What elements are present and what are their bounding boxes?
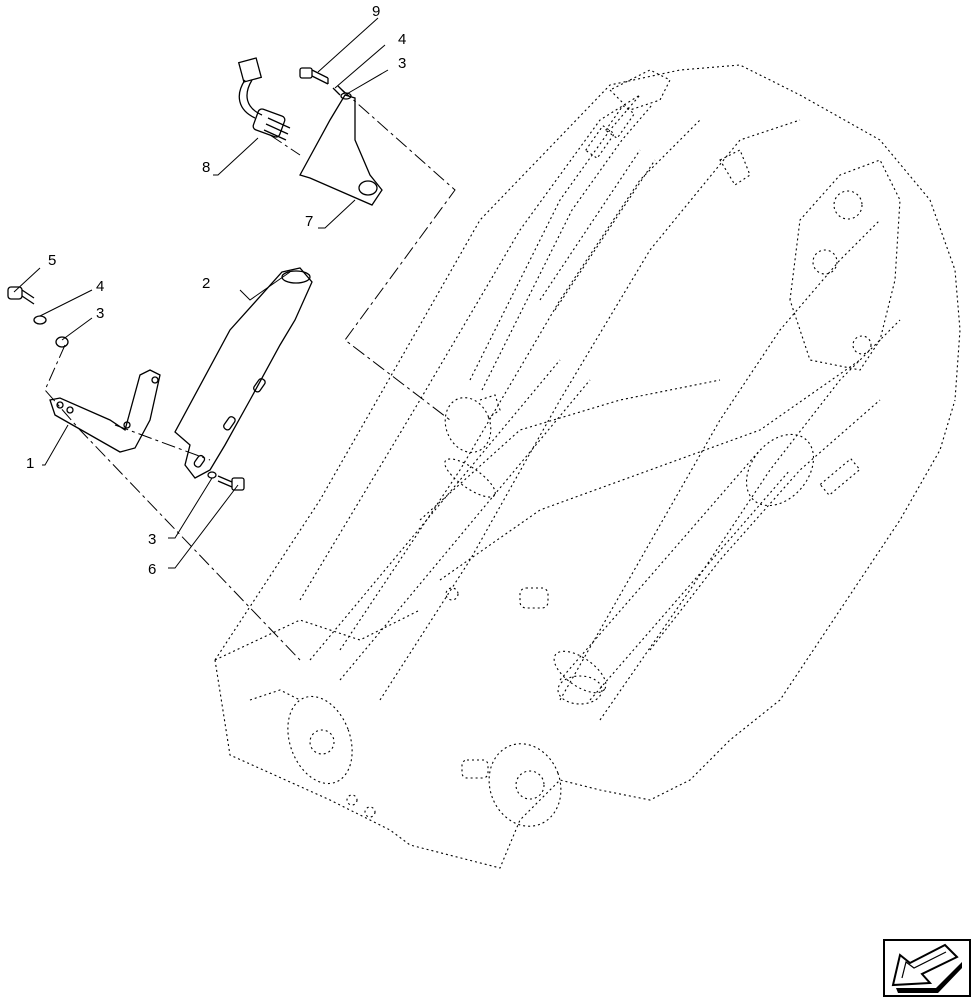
part-washers-4-3-left bbox=[33, 315, 69, 348]
loader-frame-outline bbox=[214, 64, 961, 869]
callout-3-left: 3 bbox=[96, 305, 104, 322]
leader-lines bbox=[13, 17, 389, 569]
part-washers-4-3-top bbox=[332, 85, 352, 100]
arrow-down-left-icon[interactable] bbox=[883, 939, 971, 997]
callout-3-bottom: 3 bbox=[148, 531, 156, 548]
callout-1: 1 bbox=[26, 455, 34, 472]
callout-8: 8 bbox=[202, 159, 210, 176]
part-sensor-8 bbox=[237, 57, 291, 141]
callout-5: 5 bbox=[48, 252, 56, 269]
callout-3-top: 3 bbox=[398, 55, 406, 72]
part-bracket-1 bbox=[49, 369, 161, 453]
part-bolt-6 bbox=[207, 471, 245, 491]
part-bracket-7 bbox=[299, 94, 383, 206]
callout-6: 6 bbox=[148, 561, 156, 578]
callout-7: 7 bbox=[305, 213, 313, 230]
part-bolt-5 bbox=[7, 286, 35, 305]
part-bolt-9 bbox=[299, 67, 329, 85]
assembly-phantom-lines bbox=[44, 87, 456, 661]
part-plate-2 bbox=[174, 267, 313, 479]
callout-9: 9 bbox=[372, 3, 380, 20]
callout-4-left: 4 bbox=[96, 278, 104, 295]
callout-2: 2 bbox=[202, 275, 210, 292]
callout-4-top: 4 bbox=[398, 31, 406, 48]
